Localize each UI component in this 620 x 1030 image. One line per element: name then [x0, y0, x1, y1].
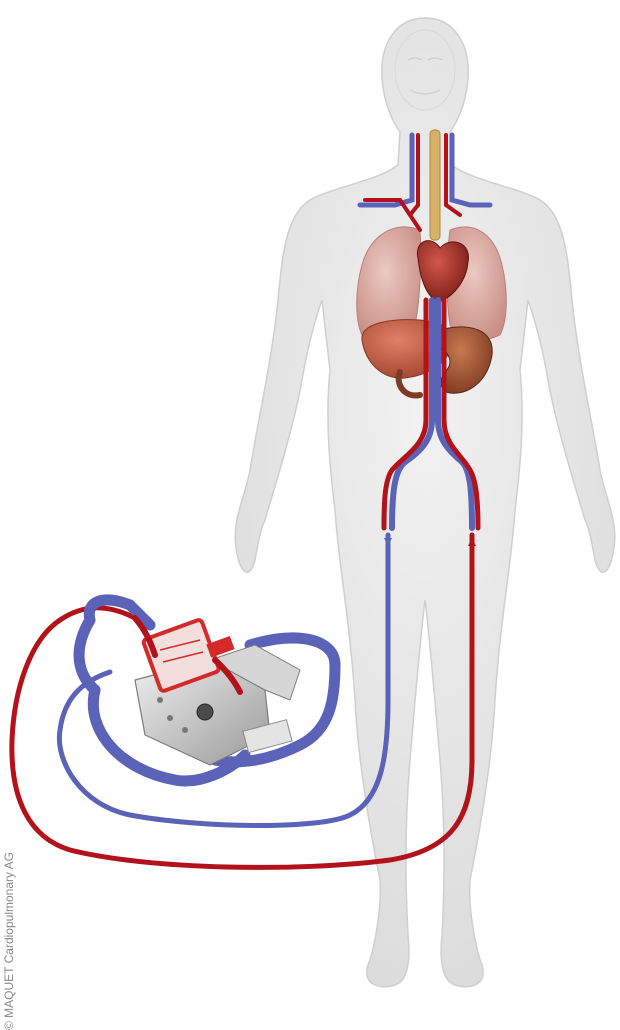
human-body-figure: [235, 18, 615, 987]
ecmo-pump-device: [79, 600, 335, 781]
copyright-credit: © MAQUET Cardiopulmonary AG: [2, 810, 16, 1030]
trachea: [430, 130, 440, 240]
